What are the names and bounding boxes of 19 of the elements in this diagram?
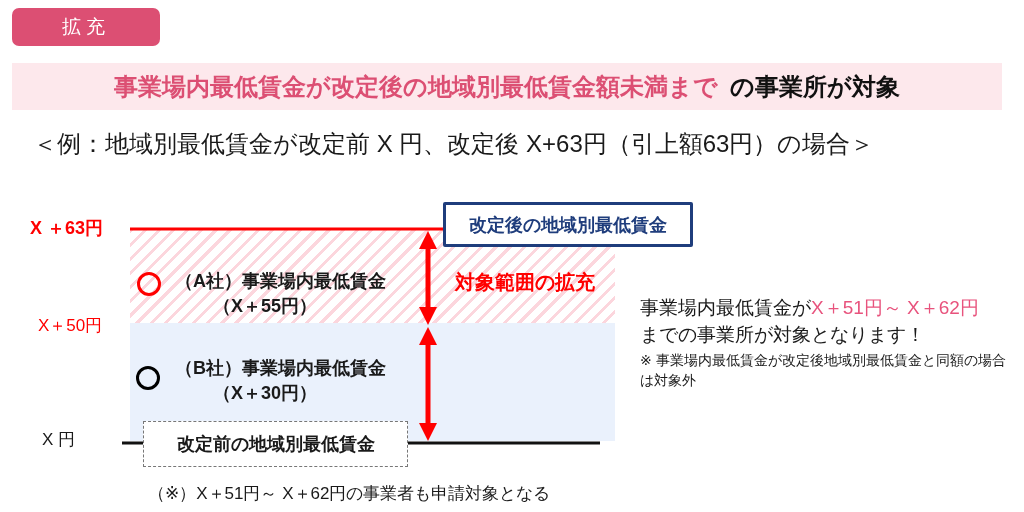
label-box: 改定後の地域別最低賃金 bbox=[443, 202, 693, 247]
highlighted-text: X＋51円～ X＋62円 bbox=[811, 297, 979, 320]
level-label: X＋50円 bbox=[38, 316, 103, 337]
level-label: X ＋63円 bbox=[30, 218, 104, 240]
highlighted-text: 事業場内最低賃金が改定後の地域別最低賃金額未満まで bbox=[114, 71, 718, 102]
company-wage-text: （B社）事業場内最低賃金 bbox=[175, 358, 386, 380]
footnote-text: ※ 事業場内最低賃金が改定後地域別最低賃金と同額の場合は対象外 bbox=[640, 351, 1007, 391]
example-heading: ＜例：地域別最低賃金が改定前 X 円、改定後 X+63円（引上額63円）の場合＞ bbox=[33, 130, 875, 159]
footnote-text: （※）X＋51円～ X＋62円の事業者も申請対象となる bbox=[148, 484, 551, 505]
banner-text: の事業所が対象 bbox=[730, 71, 900, 102]
note-text: 事業場内最低賃金が bbox=[640, 297, 811, 320]
company-wage-text: （X＋30円） bbox=[213, 383, 318, 405]
range-label: 対象範囲の拡充 bbox=[455, 270, 595, 294]
company-wage-text: （A社）事業場内最低賃金 bbox=[175, 271, 386, 293]
section-badge: 拡充 bbox=[12, 8, 160, 46]
level-label: X 円 bbox=[42, 430, 76, 451]
label-box: 改定前の地域別最低賃金 bbox=[143, 421, 408, 467]
company-wage-text: （X＋55円） bbox=[213, 296, 318, 318]
note-text: までの事業所が対象となります！ bbox=[640, 324, 925, 347]
